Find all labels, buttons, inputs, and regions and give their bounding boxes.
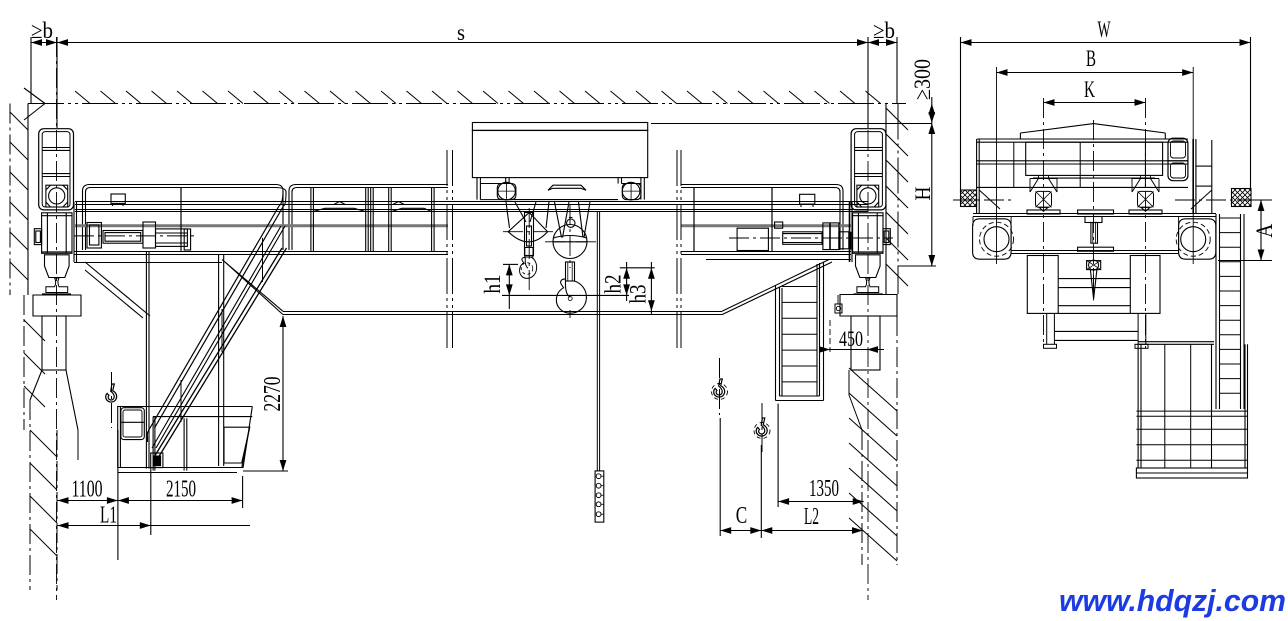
- svg-text:2270: 2270: [260, 377, 286, 412]
- svg-text:h2: h2: [601, 275, 626, 294]
- svg-text:450: 450: [839, 326, 863, 351]
- svg-text:C: C: [736, 503, 748, 529]
- svg-text:B: B: [1086, 46, 1096, 71]
- svg-text:≥300: ≥300: [910, 59, 935, 100]
- svg-text:W: W: [1098, 17, 1111, 42]
- svg-text:L1: L1: [100, 503, 117, 529]
- svg-text:h3: h3: [626, 285, 651, 304]
- svg-text:2150: 2150: [166, 477, 196, 503]
- svg-text:≥b: ≥b: [873, 18, 895, 43]
- svg-text:L2: L2: [804, 504, 819, 530]
- svg-text:H: H: [910, 186, 935, 200]
- svg-text:1350: 1350: [809, 476, 839, 502]
- svg-text:≥b: ≥b: [31, 18, 53, 43]
- svg-text:1100: 1100: [72, 477, 103, 503]
- svg-text:K: K: [1084, 77, 1095, 102]
- svg-text:www.hdqzj.com: www.hdqzj.com: [1059, 584, 1286, 618]
- svg-text:A: A: [1252, 223, 1277, 237]
- svg-text:s: s: [457, 20, 465, 45]
- svg-text:h1: h1: [480, 275, 505, 294]
